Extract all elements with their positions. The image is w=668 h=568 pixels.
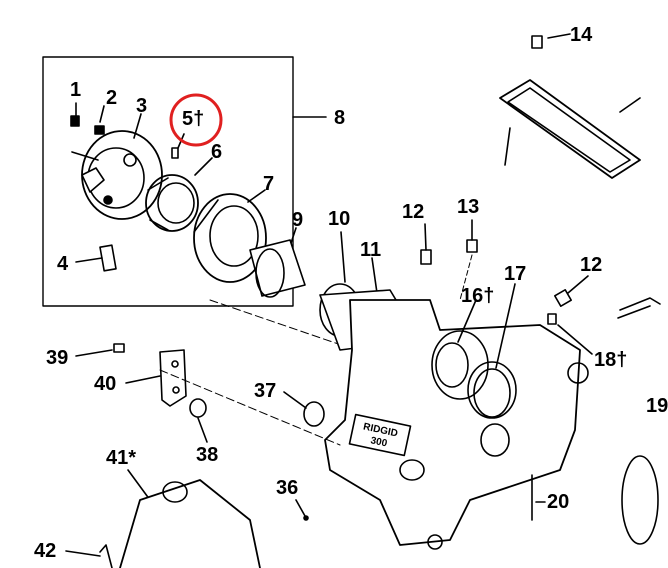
part-2-screw bbox=[94, 105, 105, 135]
callout-16: 16† bbox=[461, 285, 495, 307]
callout-17: 17 bbox=[504, 263, 527, 285]
part-4-block bbox=[75, 244, 117, 272]
part-41-motor bbox=[119, 469, 261, 568]
callout-41: 41* bbox=[106, 447, 137, 469]
callout-4: 4 bbox=[57, 253, 69, 275]
gear-housing bbox=[324, 299, 589, 550]
callout-5: 5† bbox=[182, 108, 205, 130]
callout-10: 10 bbox=[328, 208, 351, 230]
callout-38: 38 bbox=[196, 444, 219, 466]
part-40-bracket bbox=[125, 349, 187, 407]
part-16-bearing bbox=[435, 299, 477, 388]
part-12-fitting-b bbox=[554, 275, 589, 307]
callout-14: 14 bbox=[570, 24, 593, 46]
callout-8: 8 bbox=[334, 107, 346, 129]
part-12-fitting-a bbox=[420, 223, 432, 265]
part-36-screw bbox=[295, 499, 309, 521]
part-19-fitting bbox=[617, 297, 661, 545]
part-1-pin bbox=[70, 102, 80, 127]
highlight-circle-5 bbox=[169, 93, 223, 147]
subassembly-8-frame bbox=[42, 56, 294, 307]
part-7-ring bbox=[193, 189, 267, 283]
callout-13: 13 bbox=[457, 196, 480, 218]
callout-6: 6 bbox=[211, 141, 223, 163]
callout-1: 1 bbox=[70, 79, 82, 101]
callout-37: 37 bbox=[254, 380, 277, 402]
callout-40: 40 bbox=[94, 373, 117, 395]
callout-36: 36 bbox=[276, 477, 299, 499]
lower-dashed-line bbox=[159, 369, 341, 446]
callout-3: 3 bbox=[136, 95, 148, 117]
part-17-bearing bbox=[473, 283, 516, 418]
callout-2: 2 bbox=[106, 87, 118, 109]
callout-11: 11 bbox=[360, 239, 382, 261]
callout-39: 39 bbox=[46, 347, 69, 369]
part-39-screw bbox=[75, 343, 125, 357]
part-37-washer bbox=[283, 391, 325, 427]
callout-9: 9 bbox=[292, 209, 304, 231]
callout-19: 19 bbox=[646, 395, 668, 417]
part-42-cord bbox=[65, 544, 113, 568]
callout-18: 18† bbox=[594, 349, 628, 371]
callout-12a: 12 bbox=[402, 201, 425, 223]
callout-20: 20 bbox=[547, 491, 570, 513]
callout-42: 42 bbox=[34, 540, 57, 562]
part-13-fitting bbox=[459, 219, 478, 301]
part-18-plug bbox=[547, 313, 593, 355]
part-38-bushing bbox=[189, 398, 208, 443]
housing-stamp-line2: 300 bbox=[369, 435, 388, 449]
part-20-bolt bbox=[531, 474, 546, 521]
part-6-bearing bbox=[145, 157, 213, 232]
callout-12b: 12 bbox=[580, 254, 603, 276]
part-14-chain-guard bbox=[499, 33, 641, 179]
callout-7: 7 bbox=[263, 173, 275, 195]
part-3-chuck-body bbox=[71, 113, 163, 220]
part-9-sleeve bbox=[249, 227, 306, 298]
